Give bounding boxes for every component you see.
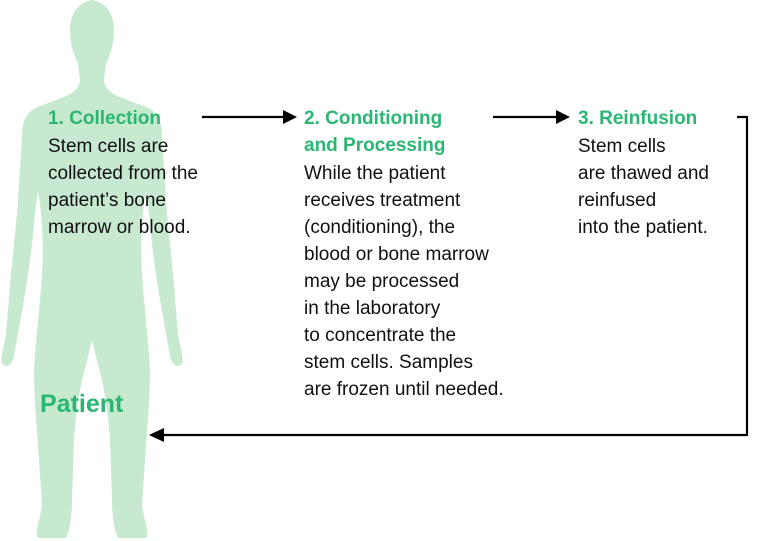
step-title-line: 3. Reinfusion: [578, 108, 697, 129]
step-description-line: Stem cells: [578, 136, 666, 157]
step-description-line: receives treatment: [304, 190, 461, 211]
step-description-line: into the patient.: [578, 217, 708, 238]
step-description-line: reinfused: [578, 190, 656, 211]
step-title-line: and Processing: [304, 135, 446, 156]
step-description-line: in the laboratory: [304, 298, 441, 319]
step-description-line: marrow or blood.: [48, 217, 191, 238]
step-collection: 1. Collection Stem cells are collected f…: [48, 108, 203, 238]
arrow-processing-to-reinfusion: [493, 110, 570, 124]
step-description: While the patient receives treatment (co…: [304, 163, 504, 400]
step-description-line: While the patient: [304, 163, 446, 184]
step-description-line: patient’s bone: [48, 190, 166, 211]
step-title: 2. Conditioning and Processing: [304, 108, 448, 156]
step-title: 1. Collection: [48, 108, 161, 129]
step-title-line: 2. Conditioning: [304, 108, 442, 129]
step-description-line: collected from the: [48, 163, 198, 184]
step-description-line: are frozen until needed.: [304, 379, 504, 400]
step-description-line: are thawed and: [578, 163, 709, 184]
human-silhouette-icon: [1, 0, 182, 538]
arrow-right-icon: [556, 110, 570, 124]
arrow-collection-to-processing: [202, 110, 297, 124]
step-title-line: 1. Collection: [48, 108, 161, 129]
step-description-line: may be processed: [304, 271, 459, 292]
step-description-line: stem cells. Samples: [304, 352, 473, 373]
step-conditioning-processing: 2. Conditioning and Processing While the…: [304, 108, 504, 400]
step-description-line: (conditioning), the: [304, 217, 455, 238]
patient-figure: [1, 0, 182, 538]
step-description-line: blood or bone marrow: [304, 244, 489, 265]
arrow-right-icon: [283, 110, 297, 124]
step-reinfusion: 3. Reinfusion Stem cells are thawed and …: [578, 108, 714, 238]
step-description-line: to concentrate the: [304, 325, 456, 346]
step-description: Stem cells are thawed and reinfused into…: [578, 136, 714, 238]
step-description-line: Stem cells are: [48, 136, 168, 157]
step-title: 3. Reinfusion: [578, 108, 697, 129]
arrow-left-icon: [149, 428, 164, 442]
patient-label: Patient: [40, 390, 124, 418]
